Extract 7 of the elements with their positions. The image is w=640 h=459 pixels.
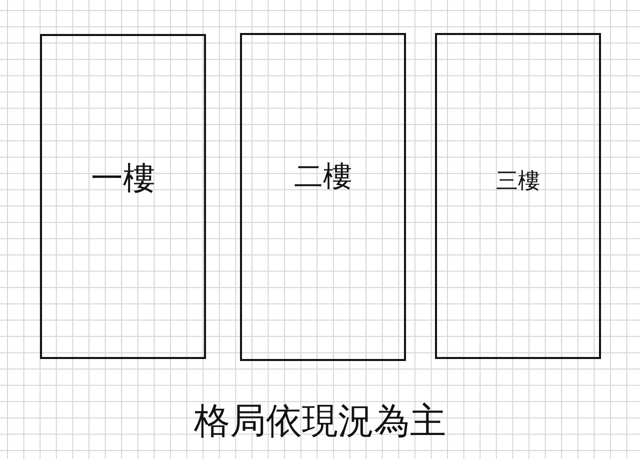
floor-box <box>40 34 206 359</box>
floor-label: 二樓 <box>294 161 352 193</box>
floor-label: 一樓 <box>91 160 155 196</box>
floor-label: 三樓 <box>496 170 540 194</box>
floor-box <box>240 33 406 361</box>
caption: 格局依現況為主 <box>194 401 446 442</box>
floor-box <box>435 33 601 359</box>
